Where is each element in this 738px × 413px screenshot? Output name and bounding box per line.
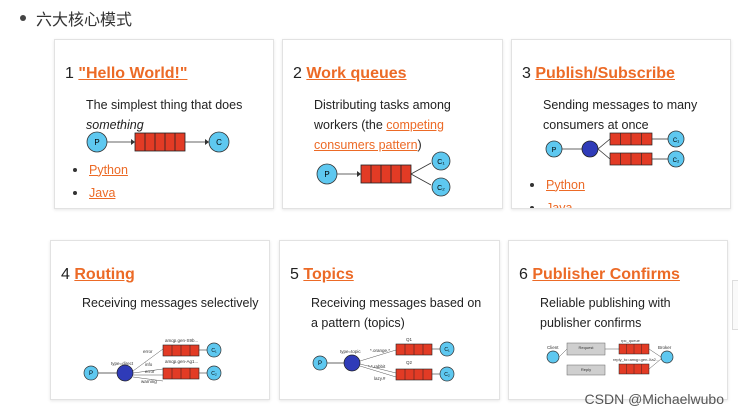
language-links: Python Java: [530, 173, 585, 209]
card-title-link[interactable]: Work queues: [306, 65, 407, 82]
card-number: 5: [290, 266, 299, 283]
consumer1-label: C₁: [211, 348, 217, 354]
producer-label: P: [318, 361, 322, 367]
card-title: 1 "Hello World!": [65, 65, 187, 83]
card-description: The simplest thing that does something: [86, 95, 266, 135]
broker-label: Broker: [658, 345, 672, 350]
link-item: Java: [73, 181, 128, 204]
exchange-type: type=direct: [111, 361, 134, 366]
link-item: Python: [530, 173, 585, 196]
consumer2-label: C₂: [211, 371, 217, 377]
card-description: Distributing tasks among workers (the co…: [314, 95, 494, 155]
card-title: 5 Topics: [290, 266, 354, 284]
card-title: 4 Routing: [61, 266, 135, 284]
side-panel-tab[interactable]: [732, 280, 738, 330]
producer-label: P: [89, 371, 93, 377]
link-java[interactable]: Java: [546, 200, 573, 209]
section-heading: 六大核心模式: [20, 6, 132, 30]
card-number: 6: [519, 266, 528, 283]
consumer1-label: C₁: [437, 159, 445, 166]
producer-label: P: [324, 170, 329, 179]
competing-consumers-link[interactable]: competing consumers pattern: [314, 118, 444, 152]
card-description: Receiving messages selectively: [82, 296, 259, 310]
topics-diagram: P type=topic *.orange.* *.*.rabbit lazy.…: [312, 337, 455, 382]
route-label: *.orange.*: [370, 348, 390, 353]
hello-world-diagram: P C: [86, 131, 230, 153]
queue1-label: rpc_queue: [621, 338, 641, 343]
desc-emphasis: something: [86, 118, 144, 132]
card-title-link[interactable]: Publish/Subscribe: [535, 65, 675, 82]
queue-name: amqp.gen-S9b...: [165, 338, 198, 343]
bullet-dot: [73, 190, 77, 195]
consumer1-label: C₁: [444, 347, 450, 353]
route-label: info: [145, 362, 153, 367]
route-label: error: [143, 349, 153, 354]
card-title-link[interactable]: Publisher Confirms: [532, 266, 680, 283]
request-box-label: Request: [579, 345, 595, 350]
card-number: 4: [61, 266, 70, 283]
link-python[interactable]: Python: [89, 162, 128, 177]
route-label: lazy.#: [374, 376, 386, 381]
card-description: Reliable publishing with publisher confi…: [540, 296, 671, 330]
route-label: *.*.rabbit: [368, 364, 386, 369]
bullet-dot: [73, 167, 77, 172]
link-python[interactable]: Python: [546, 177, 585, 192]
tutorial-card-publisher-confirms: 6 Publisher Confirms Reliable publishing…: [508, 240, 728, 400]
card-number: 1: [65, 65, 74, 82]
work-queues-diagram: P C₁ C₂: [316, 151, 451, 197]
consumer2-label: C₂: [437, 185, 445, 192]
publisher-confirms-diagram: Client Request Reply rpc_queue reply_to=…: [546, 338, 674, 376]
client-label: Client: [547, 345, 559, 350]
link-item: Python: [73, 158, 128, 181]
tutorial-card-topics: 5 Topics Receiving messages based on a p…: [279, 240, 500, 400]
reply-box-label: Reply: [581, 367, 591, 372]
queue-name: Q1: [406, 337, 413, 342]
tutorial-card-hello-world: 1 "Hello World!" The simplest thing that…: [54, 39, 274, 209]
bullet-dot: [20, 15, 26, 21]
producer-label: P: [552, 147, 557, 154]
queue-name: amqp.gen-Ag1...: [165, 359, 198, 364]
card-number: 3: [522, 65, 531, 82]
bullet-dot: [530, 182, 534, 187]
link-java[interactable]: Java: [89, 185, 116, 200]
tutorial-card-routing: 4 Routing Receiving messages selectively…: [50, 240, 270, 400]
card-title: 2 Work queues: [293, 65, 407, 83]
bullet-dot: [530, 205, 534, 208]
desc-text-end: ): [417, 138, 422, 152]
consumer1-label: C₁: [673, 138, 679, 144]
route-label: error: [145, 369, 155, 374]
publish-subscribe-diagram: P C₁ C₂: [545, 130, 685, 168]
consumer2-label: C₂: [444, 372, 450, 378]
card-title: 3 Publish/Subscribe: [522, 65, 675, 83]
card-title: 6 Publisher Confirms: [519, 266, 680, 284]
consumer2-label: C₂: [673, 158, 680, 164]
card-number: 2: [293, 65, 302, 82]
routing-diagram: P type=direct error info error warning a…: [83, 338, 222, 384]
card-description: Sending messages to many consumers at on…: [543, 98, 698, 132]
link-item: Java: [530, 196, 585, 209]
queue2-label: reply_to=amqp.gen-Xa2...: [613, 357, 659, 362]
csdn-watermark: CSDN @Michaelwubo: [584, 391, 724, 407]
desc-text: The simplest thing that does: [86, 98, 243, 112]
card-description: Receiving messages based on a pattern (t…: [311, 296, 482, 330]
card-title-link[interactable]: "Hello World!": [78, 65, 188, 82]
tutorial-card-publish-subscribe: 3 Publish/Subscribe Sending messages to …: [511, 39, 731, 209]
section-heading-text: 六大核心模式: [36, 12, 133, 29]
route-label: warning: [141, 379, 157, 384]
card-title-link[interactable]: Routing: [74, 266, 135, 283]
card-title-link[interactable]: Topics: [303, 266, 354, 283]
producer-label: P: [94, 138, 99, 147]
language-links: Python Java: [73, 158, 128, 204]
desc-text: Distributing tasks among workers (the: [314, 98, 451, 132]
consumer-label: C: [216, 138, 222, 147]
exchange-type: type=topic: [340, 349, 361, 354]
queue-name: Q2: [406, 360, 413, 365]
tutorial-card-work-queues: 2 Work queues Distributing tasks among w…: [282, 39, 503, 209]
